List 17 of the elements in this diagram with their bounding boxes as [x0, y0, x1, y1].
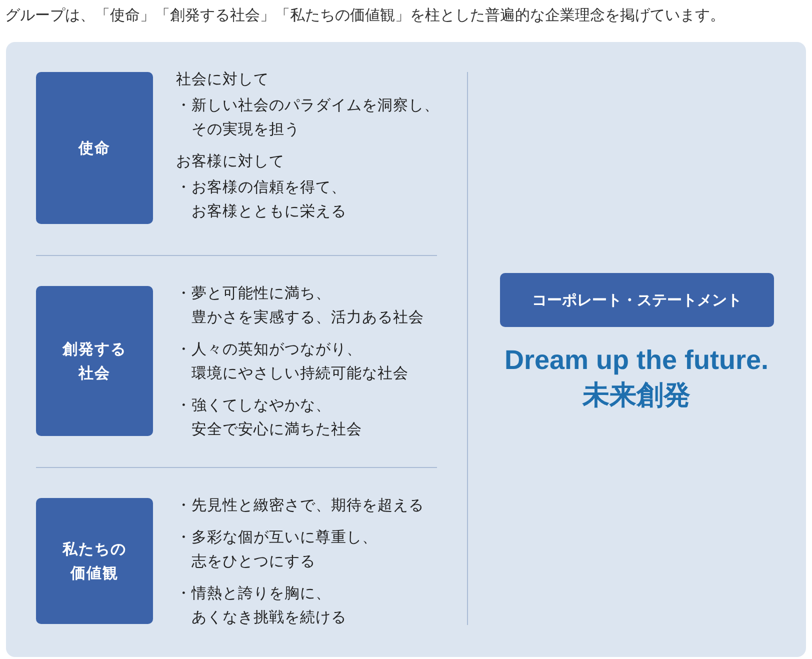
- bullet-statement: ・強くてしなやかな、安全で安心に満ちた社会: [176, 395, 364, 440]
- bullet-statement: ・夢と可能性に満ち、豊かさを実感する、活力ある社会: [176, 283, 426, 328]
- intro-text: グループは、「使命」「創発する社会」「私たちの価値観」を柱とした普遍的な企業理念を掲げています。: [5, 5, 725, 25]
- bullet-statement: ・多彩な個が互いに尊重し、志をひとつにする: [176, 527, 378, 572]
- bullet-statement: ・人々の英知がつながり、環境にやさしい持続可能な社会: [176, 339, 410, 384]
- category-tile: 使命: [36, 72, 153, 224]
- audience-heading: お客様に対して: [176, 151, 286, 172]
- statement-banner: コーポレート・ステートメント: [500, 273, 774, 327]
- audience-heading: 社会に対して: [176, 69, 270, 90]
- slogan-text: 未来創発: [582, 379, 690, 413]
- category-tile: 創発する社会: [36, 286, 153, 436]
- category-tile: 私たちの価値観: [36, 498, 153, 624]
- bullet-statement: ・情熱と誇りを胸に、あくなき挑戦を続ける: [176, 583, 348, 628]
- bullet-statement: ・お客様の信頼を得て、お客様とともに栄える: [176, 177, 348, 222]
- slogan-text: Dream up the future.: [504, 344, 769, 377]
- bullet-statement: ・新しい社会のパラダイムを洞察し、その実現を担う: [176, 95, 440, 140]
- bullet-statement: ・先見性と緻密さで、期待を超える: [176, 495, 425, 516]
